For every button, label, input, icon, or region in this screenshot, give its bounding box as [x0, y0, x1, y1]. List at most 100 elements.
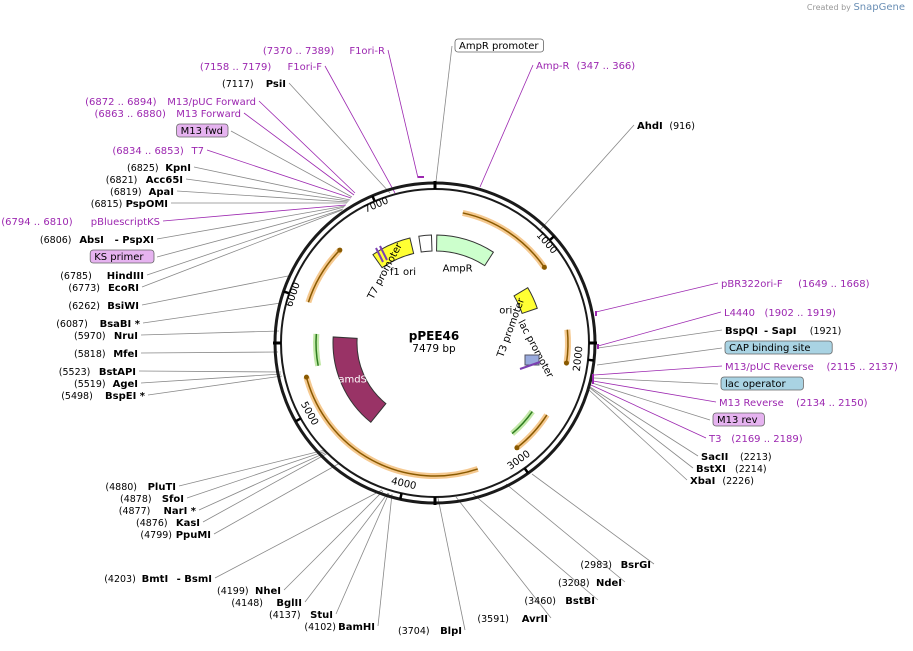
enzyme-position: (4148) [231, 598, 263, 609]
leader-line [176, 190, 349, 203]
label-ecori: EcoRI (6773) [68, 283, 139, 294]
enzyme-name: AvrII [522, 614, 548, 625]
primer-name: Amp-R [536, 61, 570, 72]
label-text: CAP binding site [729, 343, 811, 354]
label-sfoi: SfoI (4878) [120, 494, 184, 505]
leader-line [590, 384, 707, 439]
leader-line [140, 373, 282, 384]
green-arc [315, 333, 319, 366]
enzyme-name: PspOMI [126, 199, 168, 210]
label-blpi: BlpI(3704) [398, 626, 462, 637]
enzyme-position: (7117) [222, 79, 254, 90]
promoter-arc [305, 376, 478, 477]
promoter-text: lac promoter [515, 318, 555, 380]
label-l4440: L4440(1902 .. 1919) [724, 308, 836, 319]
label-amp-r: Amp-R (347 .. 366) [536, 61, 635, 72]
leader-line [588, 389, 688, 481]
label-agei: AgeI(5519) [74, 379, 138, 390]
primer-pos: (1902 .. 1919) [765, 308, 837, 319]
enzyme-name: StuI [310, 610, 333, 621]
leader-line [593, 377, 719, 385]
tick-mark [399, 493, 403, 500]
feature-label: AmpR [443, 263, 473, 274]
enzyme-name: NheI [255, 586, 281, 597]
leader-line [479, 64, 534, 188]
enzyme-position: (4878) [120, 494, 152, 505]
tick-mark [523, 467, 530, 474]
label-leader-lines [138, 45, 723, 631]
leader-line [147, 375, 283, 396]
label-pbr322ori-f: pBR322ori-F(1649 .. 1668) [721, 279, 870, 290]
leader-line [142, 302, 282, 324]
label-box [712, 412, 765, 427]
label-avrii: AvrII (3591) [477, 614, 548, 625]
leader-line [455, 496, 552, 619]
primer-pos: (347 .. 366) [577, 61, 636, 72]
label-m13puc-rev: M13/pUC Reverse(2115 .. 2137) [725, 362, 898, 373]
leader-line [140, 351, 279, 354]
label-f1ori-r: F1ori-R(7370 .. 7389) [263, 46, 385, 57]
label-text: AmpR promoter [459, 41, 539, 52]
label-ampr-promoter: AmpR promoter [454, 38, 544, 53]
label-bsabi: BsaBI *(6087) [56, 319, 141, 330]
leader-line [198, 451, 328, 511]
tick-label: 2000 [572, 346, 586, 373]
enzyme-isoschizomer: - BsmI [177, 574, 212, 585]
label-sacii: SacII (2213) [701, 452, 772, 463]
promoter-arc [462, 212, 546, 268]
enzyme-name: SfoI [162, 494, 184, 505]
enzyme-position: (5523) [59, 367, 91, 378]
leader-line [202, 452, 329, 523]
label-mfei: MfeI(5818) [74, 349, 138, 360]
label-xbai: XbaI(2226) [690, 476, 754, 487]
enzyme-position: (3591) [477, 614, 509, 625]
enzyme-name: NdeI [596, 578, 622, 589]
enzyme-position: (4877) [119, 506, 151, 517]
enzyme-position: (6773) [68, 283, 100, 294]
label-cap-site: CAP binding site [724, 340, 833, 355]
enzyme-name: BsaBI * [100, 319, 141, 330]
primer-pos: (6794 .. 6810) [1, 217, 73, 228]
primer-name: pBR322ori-F [721, 279, 783, 290]
enzyme-position: (1921) [810, 326, 842, 337]
label-text: M13 fwd [181, 126, 223, 137]
leader-line [595, 282, 719, 313]
leader-line [434, 45, 453, 191]
primer-pos: (6872 .. 6894) [85, 97, 157, 108]
leader-line [589, 387, 694, 469]
label-text: KS primer [94, 252, 144, 263]
leader-line [591, 382, 711, 421]
inner-marks [375, 245, 541, 370]
enzyme-name: EcoRI [108, 283, 139, 294]
promoter-arc-head [541, 264, 547, 270]
label-box [720, 376, 804, 391]
enzyme-position: (4880) [105, 482, 137, 493]
enzyme-position: (3460) [524, 596, 556, 607]
leader-line [597, 311, 722, 347]
tick-label: 1000 [534, 230, 559, 256]
enzyme-position: (6806) [40, 235, 72, 246]
enzyme-name: BamHI [338, 622, 375, 633]
label-pbluescriptks: pBluescriptKS(6794 .. 6810) [1, 217, 160, 228]
enzyme-name: SacII [701, 452, 728, 463]
leader-line [162, 204, 347, 222]
label-bspqi: BspQI- SapI(1921) [725, 326, 841, 337]
promoter-arc-head [337, 247, 343, 253]
enzyme-name: Acc65I [146, 175, 183, 186]
leader-line [206, 149, 352, 199]
enzyme-position: (2213) [740, 452, 772, 463]
snapgene-watermark: Created by SnapGene [806, 2, 905, 13]
label-text: M13 rev [717, 415, 758, 426]
label-bstxi: BstXI(2214) [696, 464, 767, 475]
promoter-arc-head [303, 374, 309, 380]
enzyme-name: NruI [114, 331, 138, 342]
leader-line [531, 473, 655, 565]
enzyme-name: BspEI * [105, 391, 146, 402]
enzyme-name: BmtI [142, 574, 169, 585]
primer-name: M13/pUC Reverse [725, 362, 814, 373]
label-m13-forward: M13 Forward(6863 .. 6880) [94, 109, 241, 120]
